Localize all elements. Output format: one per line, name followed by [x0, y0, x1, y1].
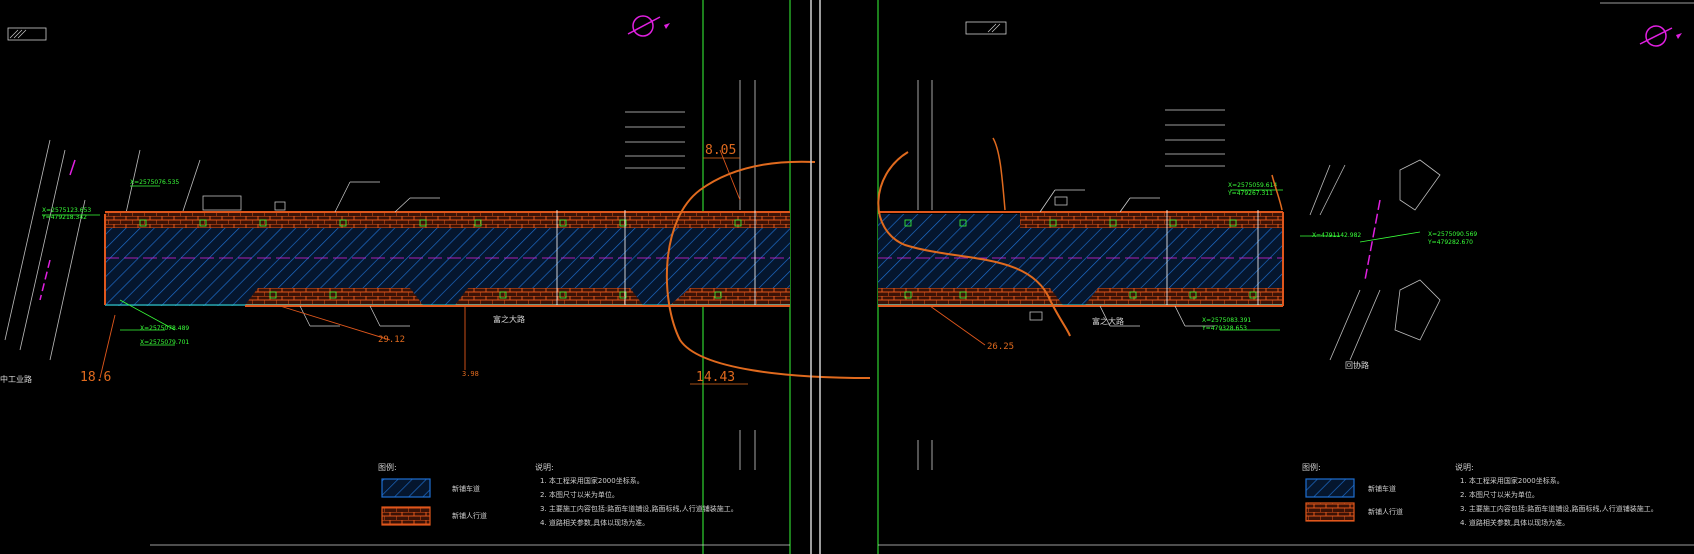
svg-text:X=2575123.653: X=2575123.653	[42, 207, 91, 214]
right-legend-item-sidewalk: 新铺人行道	[1368, 507, 1403, 516]
right-road-name: 富之大路	[1092, 316, 1124, 326]
left-note-line: 3. 主要施工内容包括:路面车道铺设,路面标线,人行道铺装施工。	[540, 504, 738, 513]
brick-sidewalk-swatch	[381, 506, 431, 526]
left-legend-title: 图例:	[378, 462, 397, 472]
right-sheet: X=2575059.614 Y=479267.311 X=4791142.982…	[877, 0, 1694, 554]
left-note-line: 4. 道路相关参数,具体以现场为准。	[540, 518, 649, 527]
svg-text:X=2575059.614: X=2575059.614	[1228, 182, 1277, 189]
dim-top: 8.05	[705, 143, 736, 158]
left-sidewalk-bottom-2	[455, 288, 643, 305]
svg-text:Y=479328.653: Y=479328.653	[1201, 325, 1247, 332]
svg-text:X=2575078.489: X=2575078.489	[140, 325, 189, 332]
right-annotation-curve-2	[992, 137, 1006, 211]
left-sheet: X=2575123.653 Y=479218.342 X=2575076.535…	[0, 0, 871, 554]
svg-text:X=2575090.569: X=2575090.569	[1428, 231, 1477, 238]
right-legend: 图例: 新铺车道 新铺人行道	[1302, 462, 1403, 522]
left-annotation-curve	[665, 160, 871, 379]
svg-text:Y=479282.670: Y=479282.670	[1427, 239, 1473, 246]
left-legend-item-sidewalk: 新铺人行道	[452, 511, 487, 520]
svg-text:Y=479218.342: Y=479218.342	[41, 214, 87, 221]
left-cross-street	[4, 139, 286, 361]
dim-left-low: 18.6	[80, 370, 111, 385]
left-legend-item-lane: 新铺车道	[452, 484, 480, 493]
left-road-lanes	[105, 214, 790, 306]
scale-box	[7, 27, 47, 41]
hatched-lane-swatch	[1305, 478, 1355, 498]
right-dim-under-lane: 26.25	[987, 342, 1014, 352]
hatched-lane-swatch	[381, 478, 431, 498]
right-legend-title: 图例:	[1302, 462, 1321, 472]
dim-small: 3.98	[462, 370, 479, 378]
svg-text:X=2575079.701: X=2575079.701	[140, 339, 189, 346]
left-note-line: 1. 本工程采用国家2000坐标系。	[540, 476, 644, 485]
left-legend: 图例: 新铺车道 新铺人行道	[378, 462, 487, 526]
left-note-line: 2. 本图尺寸以米为单位。	[540, 490, 619, 499]
left-sidewalk-bottom-3	[670, 288, 790, 305]
left-cross-street-name: 中工业路	[0, 374, 32, 384]
right-sidewalk-bottom-1	[878, 288, 1063, 305]
left-notes-title: 说明:	[535, 462, 554, 472]
right-note-line: 4. 道路相关参数,具体以现场为准。	[1460, 518, 1569, 527]
right-note-line: 3. 主要施工内容包括:路面车道铺设,路面标线,人行道铺装施工。	[1460, 504, 1658, 513]
right-annotation-curve-1	[877, 151, 1071, 337]
right-sidewalk-top	[1020, 212, 1283, 228]
svg-text:X=2575083.391: X=2575083.391	[1202, 317, 1251, 324]
right-note-line: 2. 本图尺寸以米为单位。	[1460, 490, 1539, 499]
left-road-name: 富之大路	[493, 314, 525, 324]
right-note-line: 1. 本工程采用国家2000坐标系。	[1460, 476, 1564, 485]
left-sidewalk-top	[105, 212, 790, 228]
dim-under-lane: 29.12	[378, 335, 405, 345]
right-annotation-curve-3	[1271, 174, 1283, 211]
svg-text:Y=479267.311: Y=479267.311	[1227, 190, 1273, 197]
left-notes: 说明: 1. 本工程采用国家2000坐标系。 2. 本图尺寸以米为单位。 3. …	[535, 462, 738, 527]
brick-sidewalk-swatch	[1305, 502, 1355, 522]
right-sidewalk-bottom-2	[1085, 288, 1283, 305]
right-notes: 说明: 1. 本工程采用国家2000坐标系。 2. 本图尺寸以米为单位。 3. …	[1455, 462, 1658, 527]
right-scale-box	[965, 21, 1007, 35]
right-legend-item-lane: 新铺车道	[1368, 484, 1396, 493]
svg-text:X=2575076.535: X=2575076.535	[130, 179, 179, 186]
north-arrow-icon	[627, 15, 670, 37]
north-arrow-icon	[1639, 25, 1682, 47]
left-sidewalk-bottom-1	[245, 288, 423, 305]
right-notes-title: 说明:	[1455, 462, 1474, 472]
right-cross-street-name: 回协路	[1345, 360, 1369, 370]
dim-bottom-mid: 14.43	[696, 370, 735, 385]
svg-text:X=4791142.982: X=4791142.982	[1312, 232, 1361, 239]
